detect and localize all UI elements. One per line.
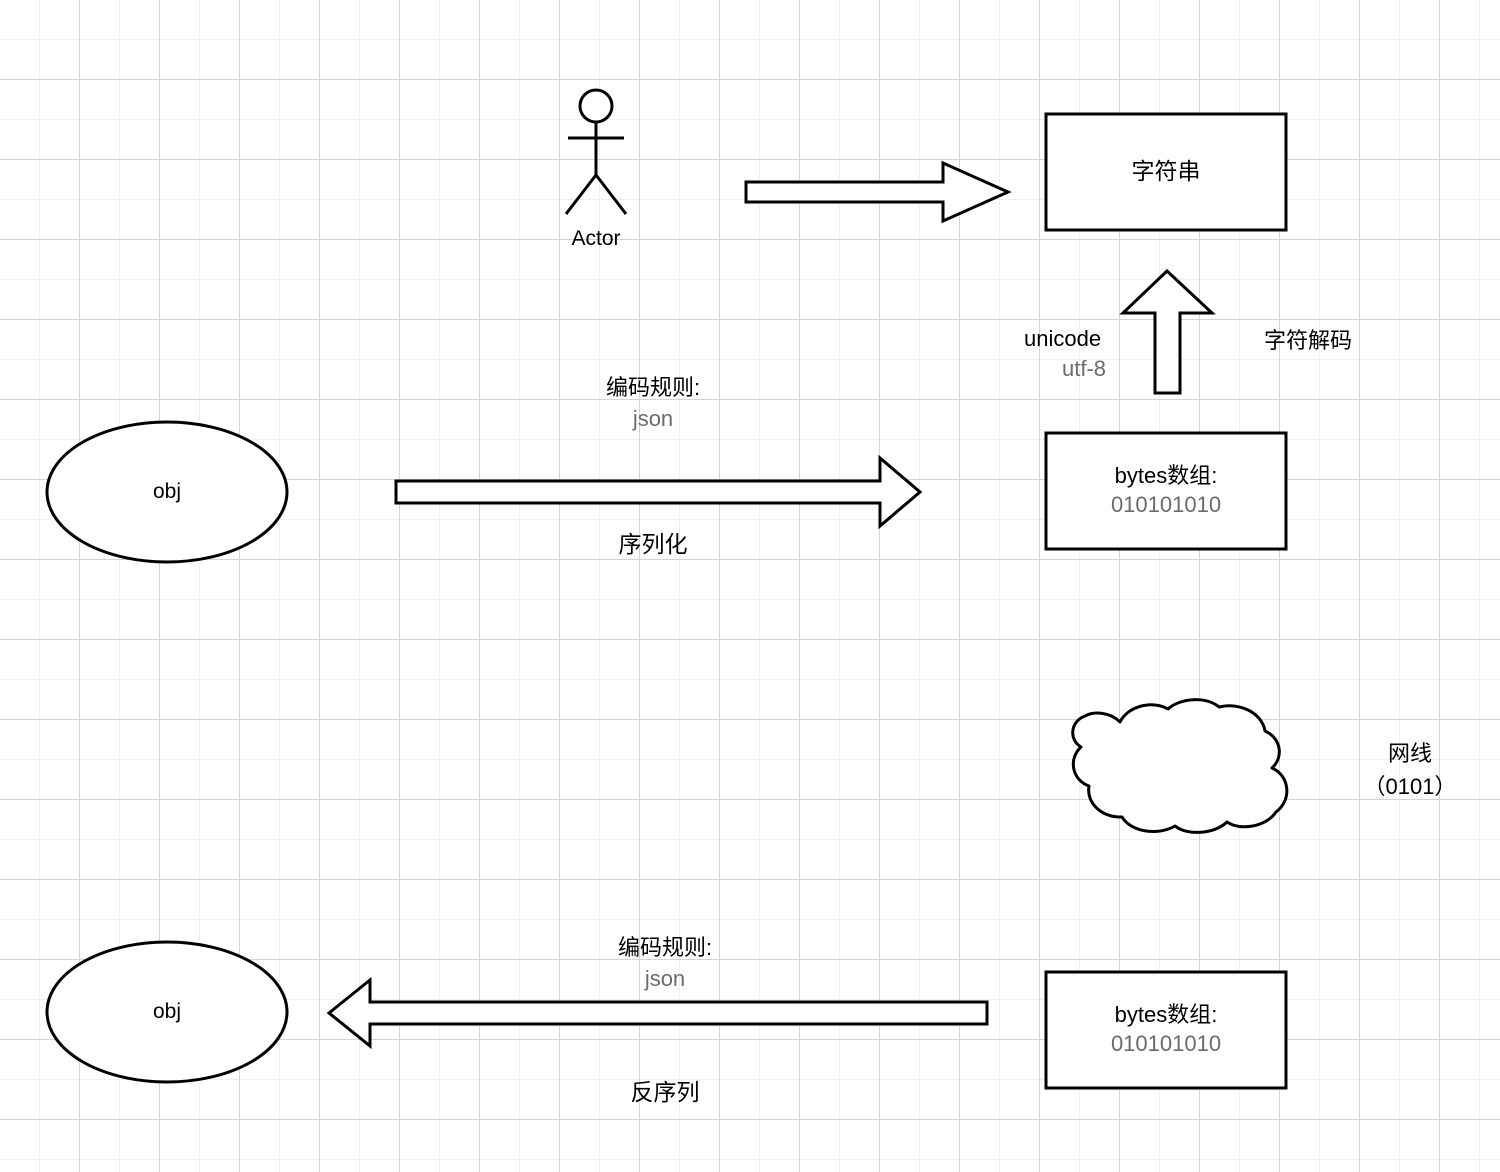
bytes-box-bottom-value: 010101010 xyxy=(1110,1031,1222,1056)
bytes-box-bottom-shape[interactable] xyxy=(1044,970,1288,1090)
obj-ellipse-bottom-shape[interactable] xyxy=(45,940,289,1084)
obj-bottom-label: obj xyxy=(152,1000,182,1024)
bytes-box-top-value: 010101010 xyxy=(1110,492,1222,517)
actor-right-leg-line xyxy=(594,174,628,215)
arrow-bytes-to-obj[interactable] xyxy=(326,976,989,1050)
obj-top-text: obj xyxy=(47,422,287,562)
encode-rule-bottom-label: 编码规则: xyxy=(617,935,713,960)
string-box-text: 字符串 xyxy=(1046,114,1286,230)
string-box-shape[interactable] xyxy=(1044,112,1288,232)
encode-rule-top-label: 编码规则: xyxy=(605,375,701,400)
actor-figure[interactable] xyxy=(564,88,628,215)
encode-rule-bottom-sub: json xyxy=(644,966,686,991)
network-cloud-shape[interactable] xyxy=(1071,698,1289,834)
bytes-box-bottom-text: bytes数组: 010101010 xyxy=(1046,972,1286,1088)
bytes-box-bottom-label: bytes数组: xyxy=(1114,1002,1218,1028)
arrow-actor-to-string[interactable] xyxy=(744,160,1012,224)
encode-rule-top-sub: json xyxy=(632,406,674,431)
obj-bottom-text: obj xyxy=(47,942,287,1082)
obj-top-label: obj xyxy=(152,480,182,504)
bytes-box-top-text: bytes数组: 010101010 xyxy=(1046,433,1286,549)
unicode-label: unicode xyxy=(1024,326,1102,351)
actor-head-icon xyxy=(578,88,614,124)
bytes-box-top-label: bytes数组: xyxy=(1114,463,1218,489)
bytes-box-top-shape[interactable] xyxy=(1044,431,1288,551)
network-cable-value-label: （0101） xyxy=(1363,774,1457,799)
utf8-label: utf-8 xyxy=(1061,356,1107,381)
deserialize-label: 反序列 xyxy=(630,1079,700,1105)
obj-ellipse-top-shape[interactable] xyxy=(45,420,289,564)
actor-label: Actor xyxy=(571,227,621,250)
string-box-label: 字符串 xyxy=(1131,158,1201,185)
serialize-label: 序列化 xyxy=(618,531,688,557)
arrow-bytes-to-string[interactable] xyxy=(1119,268,1216,395)
network-cable-label: 网线 xyxy=(1387,741,1432,766)
char-decode-label: 字符解码 xyxy=(1263,328,1352,353)
actor-left-leg-line xyxy=(564,174,598,215)
arrow-obj-to-bytes[interactable] xyxy=(394,454,923,530)
